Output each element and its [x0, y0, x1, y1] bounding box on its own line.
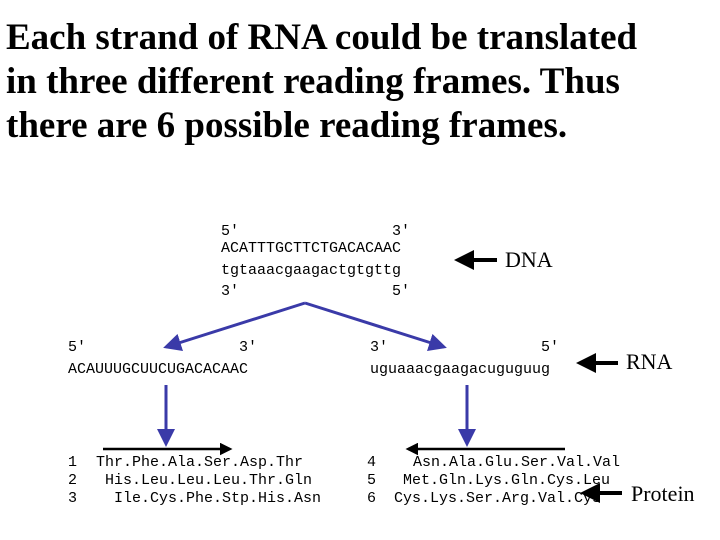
dna-to-rna-right-arrow [304, 301, 447, 352]
frame-4-number: 4 [367, 454, 377, 471]
frame-2-sequence: His.Leu.Leu.Leu.Thr.Gln [105, 472, 313, 489]
dna-top-ends: 5' 3' [221, 223, 411, 240]
rna-left-sequence: ACAUUUGCUUCUGACACAAC [68, 361, 249, 378]
dna-label: DNA [505, 247, 553, 272]
title-line-3: there are 6 possible reading frames. [6, 105, 568, 146]
frame-2-number: 2 [68, 472, 78, 489]
frame-5-sequence: Met.Gln.Lys.Gln.Cys.Leu [403, 472, 611, 489]
frame-6-sequence: Cys.Lys.Ser.Arg.Val.Cys [394, 490, 602, 507]
dna-top-strand: ACATTTGCTTCTGACACAAC [221, 240, 402, 257]
dna-bottom-ends: 3' 5' [221, 283, 411, 300]
frame-5-number: 5 [367, 472, 377, 489]
frame-6-number: 6 [367, 490, 377, 507]
title-line-2: in three different reading frames. Thus [6, 61, 620, 102]
frame-1-sequence: Thr.Phe.Ala.Ser.Asp.Thr [96, 454, 304, 471]
frame-3-sequence: Ile.Cys.Phe.Stp.His.Asn [114, 490, 322, 507]
rna-left-ends: 5' 3' [68, 339, 258, 356]
frame-3-number: 3 [68, 490, 78, 507]
rna-label: RNA [626, 349, 673, 374]
dna-to-rna-left-arrow [163, 301, 306, 352]
frame-1-number: 1 [68, 454, 78, 471]
title-line-1: Each strand of RNA could be translated [6, 17, 638, 58]
protein-label: Protein [631, 481, 695, 506]
slide-title: Each strand of RNA could be translated i… [6, 16, 714, 148]
frame-4-sequence: Asn.Ala.Glu.Ser.Val.Val [413, 454, 621, 471]
rna-right-sequence: uguaaacgaagacuguguug [370, 361, 551, 378]
dna-bottom-strand: tgtaaacgaagactgtgttg [221, 262, 402, 279]
rna-right-ends: 3' 5' [370, 339, 560, 356]
